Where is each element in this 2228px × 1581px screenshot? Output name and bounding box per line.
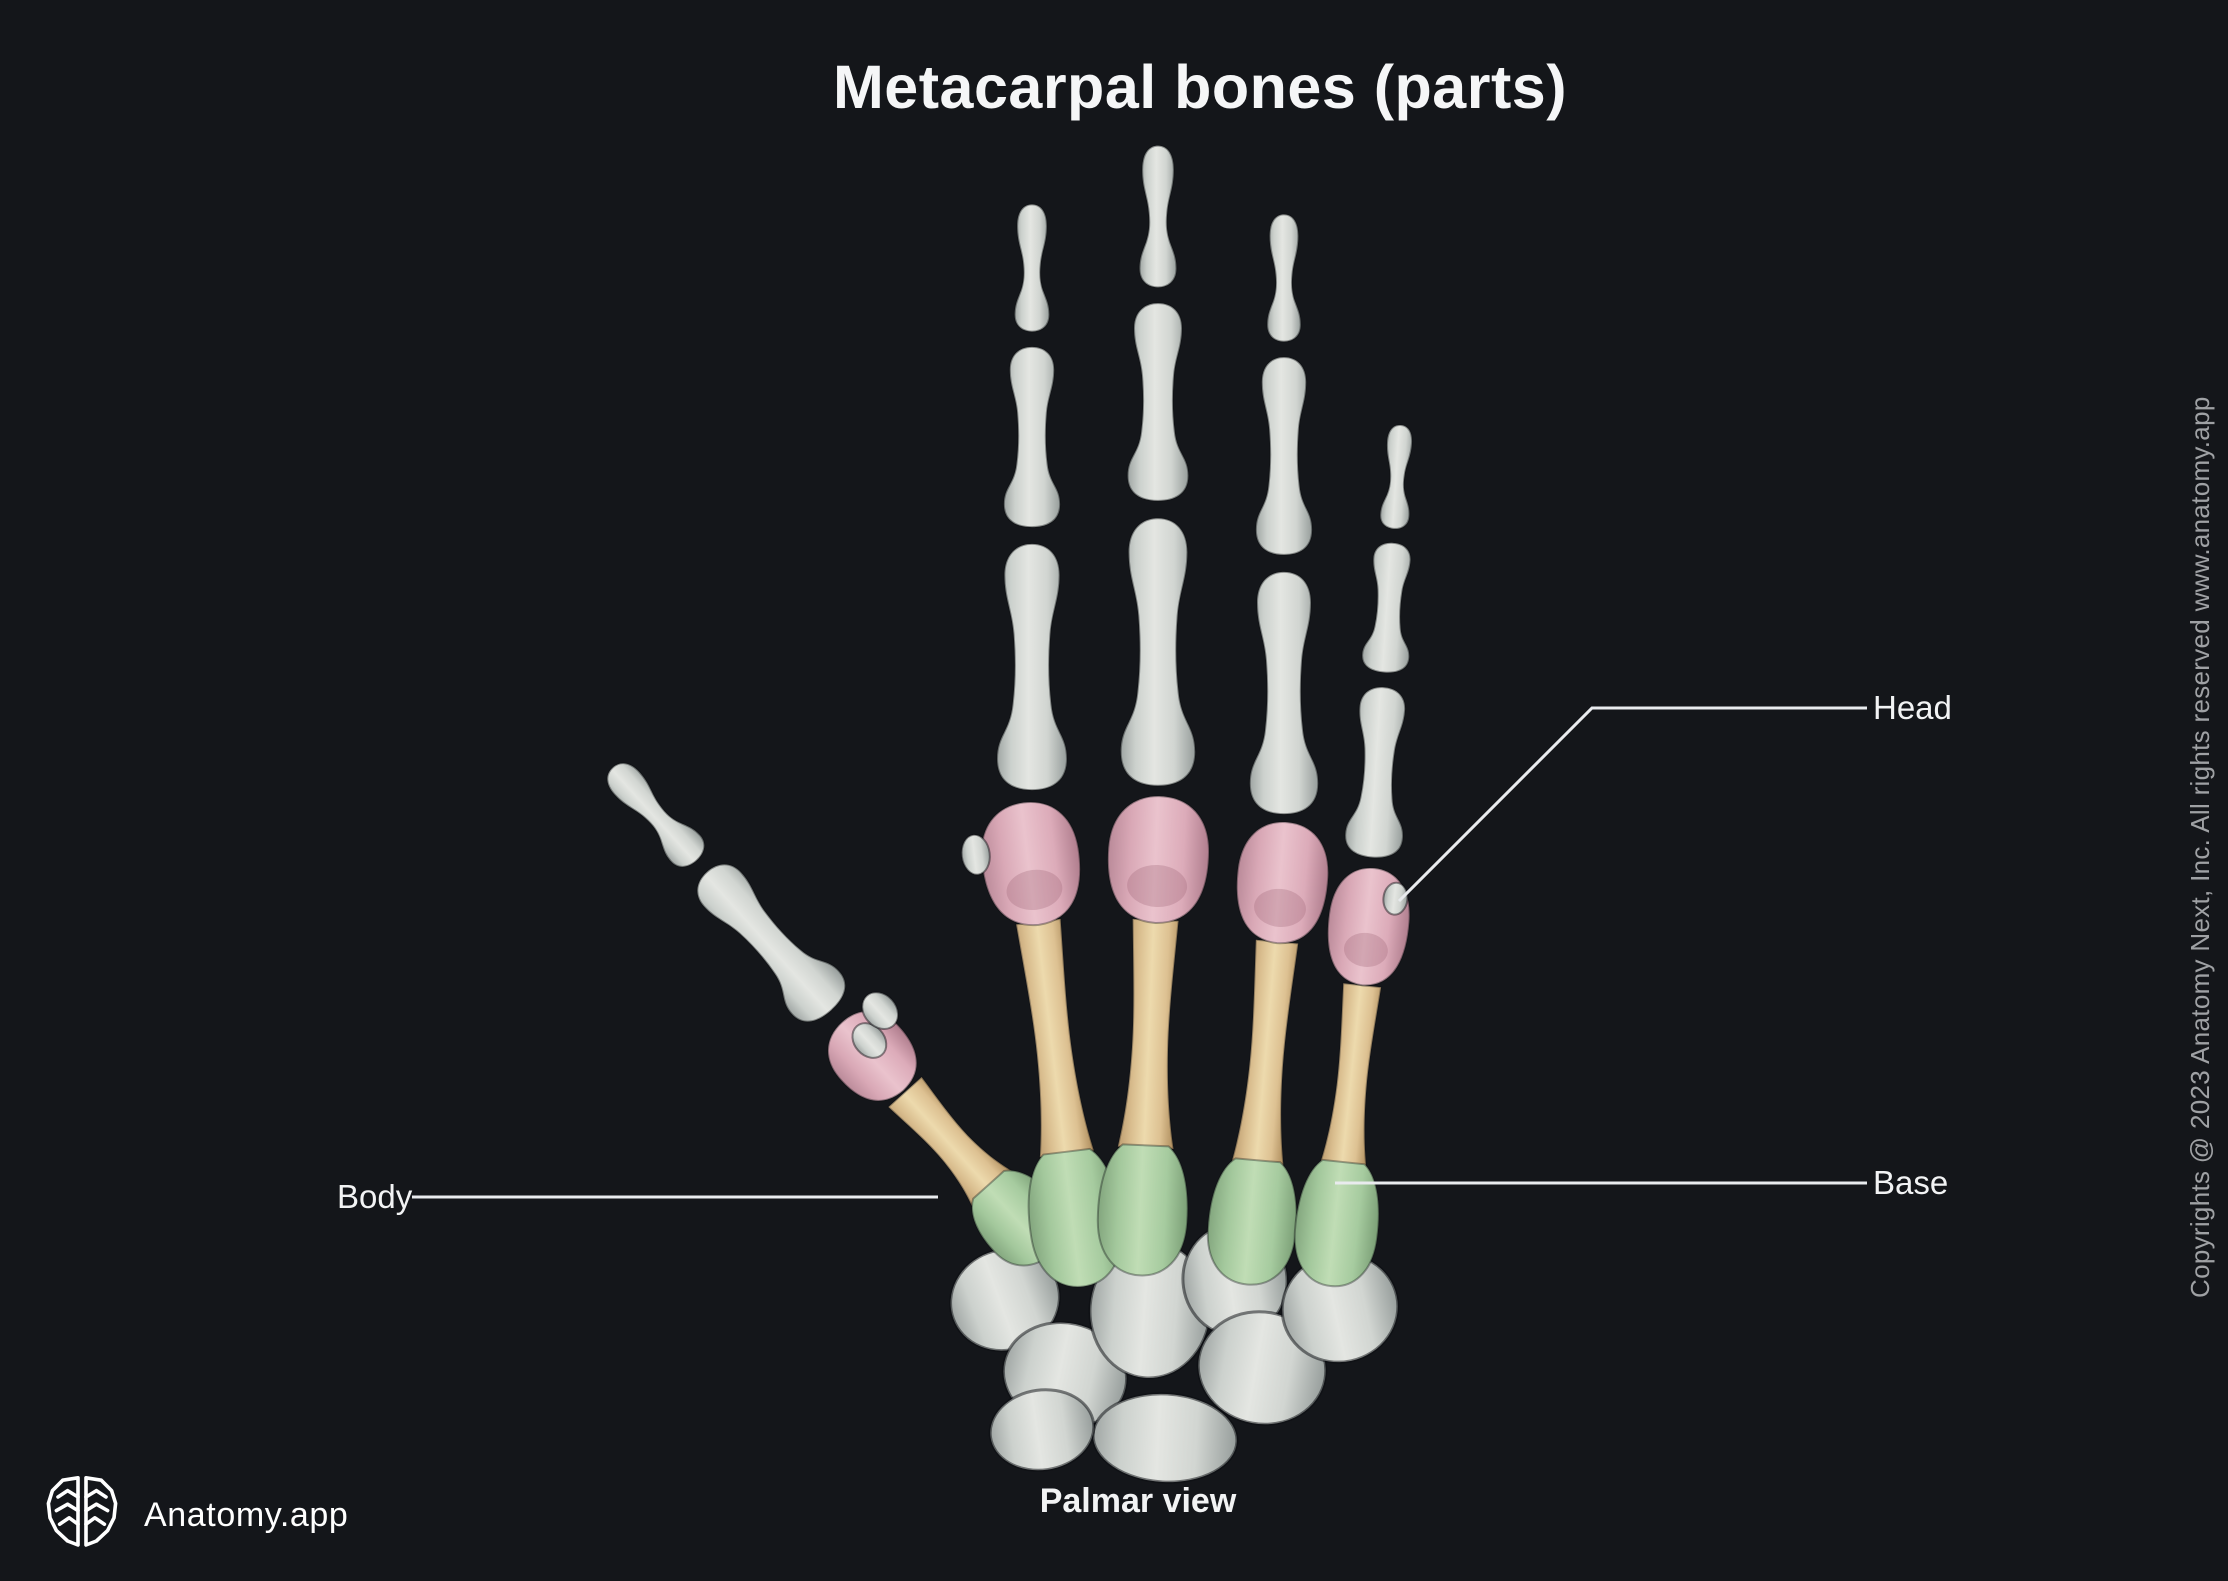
brand-footer: Anatomy.app — [42, 1473, 348, 1558]
pinky-finger-phalanges — [1342, 423, 1418, 861]
view-caption: Palmar view — [1039, 1482, 1237, 1520]
brain-logo-icon — [42, 1473, 122, 1558]
label-head: Head — [1873, 689, 1952, 726]
brand-name: Anatomy.app — [144, 1496, 349, 1534]
head-leader-line — [1397, 706, 1867, 903]
middle-metacarpal — [1093, 792, 1213, 1279]
page-title: Metacarpal bones (parts) — [832, 53, 1568, 121]
index-sesamoid — [960, 833, 991, 876]
carpal-bones — [949, 1222, 1400, 1484]
pinky-metacarpal — [1288, 862, 1416, 1292]
ring-metacarpal — [1201, 816, 1335, 1290]
label-body: Body — [337, 1178, 413, 1215]
thumb-ray — [596, 753, 1082, 1283]
thumb-distal-phalanx — [596, 753, 713, 875]
index-metacarpal — [960, 795, 1130, 1294]
copyright-text: Copyrights @ 2023 Anatomy Next, Inc. All… — [2185, 396, 2215, 1298]
index-finger-phalanges — [995, 203, 1069, 793]
pinky-sesamoid — [1382, 881, 1409, 916]
thumb-sesamoid — [851, 1022, 888, 1059]
thumb-sesamoid — [861, 991, 900, 1030]
thumb-proximal-phalanx — [681, 849, 857, 1034]
label-base: Base — [1873, 1164, 1949, 1201]
ring-finger-phalanges — [1247, 213, 1321, 817]
middle-finger-phalanges — [1121, 144, 1195, 786]
